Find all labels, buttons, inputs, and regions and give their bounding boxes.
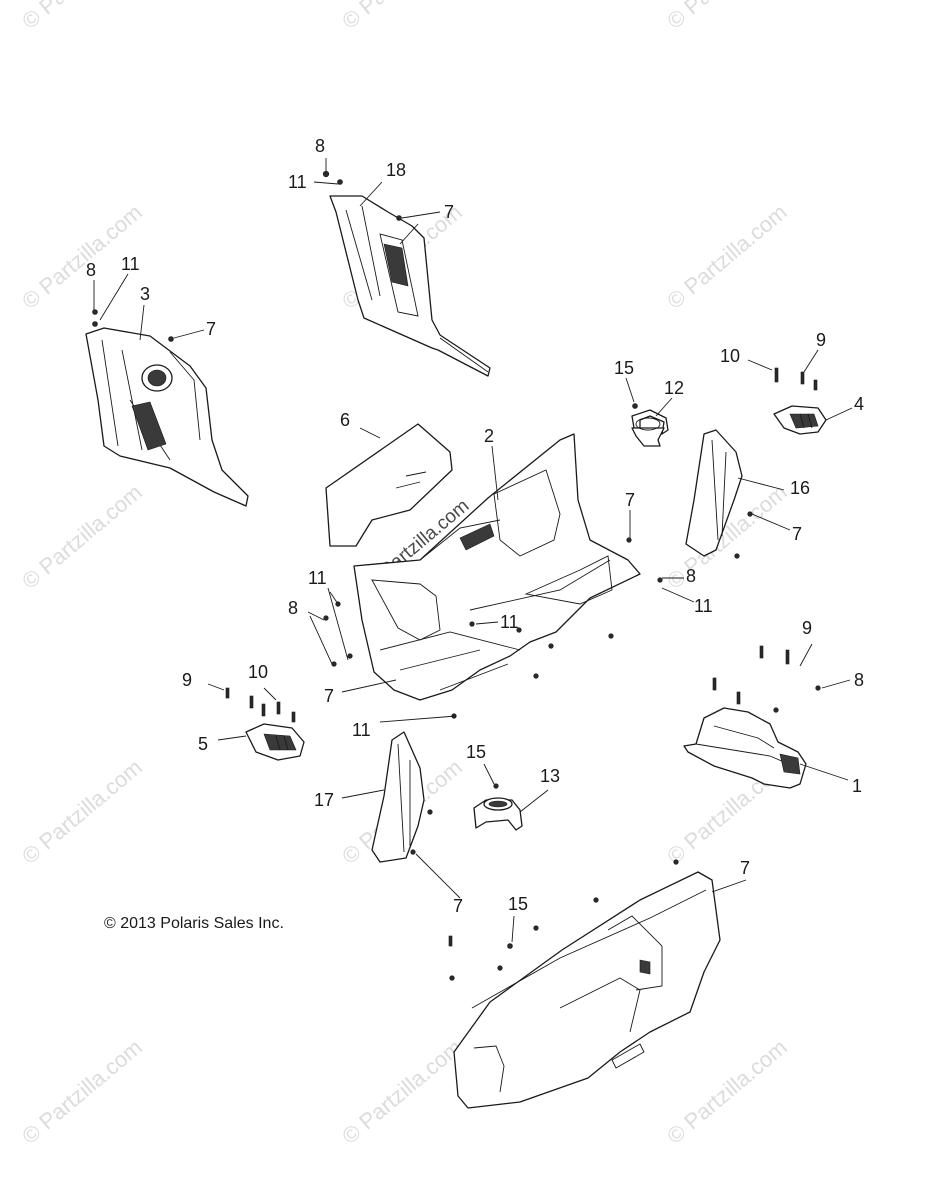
- callout-label: 15: [508, 894, 528, 914]
- callout-label: 9: [182, 670, 192, 690]
- watermark: © Partzilla.com: [17, 1034, 147, 1148]
- part-3-side-panel: [85, 327, 249, 507]
- part-12-cup-holder: [631, 409, 669, 447]
- callout-label: 7: [453, 896, 463, 916]
- part-16-pillar: [685, 429, 743, 557]
- callout-label: 7: [792, 524, 802, 544]
- callout-label: 10: [248, 662, 268, 682]
- callout-label: 18: [386, 160, 406, 180]
- callout-label: 15: [614, 358, 634, 378]
- callout-label: 8: [315, 136, 325, 156]
- part-2-floor-tub: [353, 433, 641, 701]
- callout-label: 9: [802, 618, 812, 638]
- part-18-rear-panel: [329, 195, 491, 377]
- callout-label: 8: [288, 598, 298, 618]
- callout-label: 17: [314, 790, 334, 810]
- callout-label: 4: [854, 394, 864, 414]
- callout-label: 8: [854, 670, 864, 690]
- part-13-cup-holder: [473, 797, 523, 831]
- copyright-notice: © 2013 Polaris Sales Inc.: [104, 915, 284, 932]
- callout-label: 7: [740, 858, 750, 878]
- part-5-bracket: [245, 723, 305, 761]
- callout-label: 11: [352, 720, 371, 740]
- part-6-sheet: [325, 423, 453, 547]
- watermark: © Partzilla.com: [662, 0, 792, 34]
- callout-label: 11: [121, 254, 140, 274]
- callout-label: 11: [308, 568, 327, 588]
- callout-label: 10: [720, 346, 740, 366]
- callout-label: 6: [340, 410, 350, 430]
- watermark: © Partzilla.com: [337, 0, 467, 34]
- callout-label: 11: [500, 612, 519, 632]
- callout-label: 3: [140, 284, 150, 304]
- callout-label: 9: [816, 330, 826, 350]
- part-17-pillar: [371, 731, 425, 863]
- callout-label: 7: [444, 202, 454, 222]
- watermark: © Partzilla.com: [17, 0, 147, 34]
- callout-label: 13: [540, 766, 560, 786]
- callout-label: 16: [790, 478, 810, 498]
- leader-lines: [93, 158, 853, 943]
- callouts: 8 11 18 7 8 11 3 7 15 12 10 9 4 6 2 16 7…: [86, 136, 864, 916]
- watermark: © Partzilla.com: [662, 199, 792, 313]
- watermark: © Partzilla.com: [17, 754, 147, 868]
- callout-label: 2: [484, 426, 494, 446]
- watermark: © Partzilla.com: [17, 479, 147, 593]
- part-4-bracket: [773, 405, 827, 435]
- callout-label: 1: [852, 776, 862, 796]
- callout-label: 7: [206, 319, 216, 339]
- callout-label: 11: [694, 596, 713, 616]
- watermark: © Partzilla.com: [662, 1034, 792, 1148]
- callout-label: 8: [686, 566, 696, 586]
- part-1-side-pan: [683, 707, 807, 789]
- callout-label: 7: [324, 686, 334, 706]
- callout-label: 12: [664, 378, 684, 398]
- part-14-floor-panel: [453, 871, 721, 1109]
- callout-label: 7: [625, 490, 635, 510]
- callout-label: 8: [86, 260, 96, 280]
- callout-label: 15: [466, 742, 486, 762]
- callout-label: 5: [198, 734, 208, 754]
- callout-label: 11: [288, 172, 307, 192]
- watermark: © Partzilla.com: [337, 1034, 467, 1148]
